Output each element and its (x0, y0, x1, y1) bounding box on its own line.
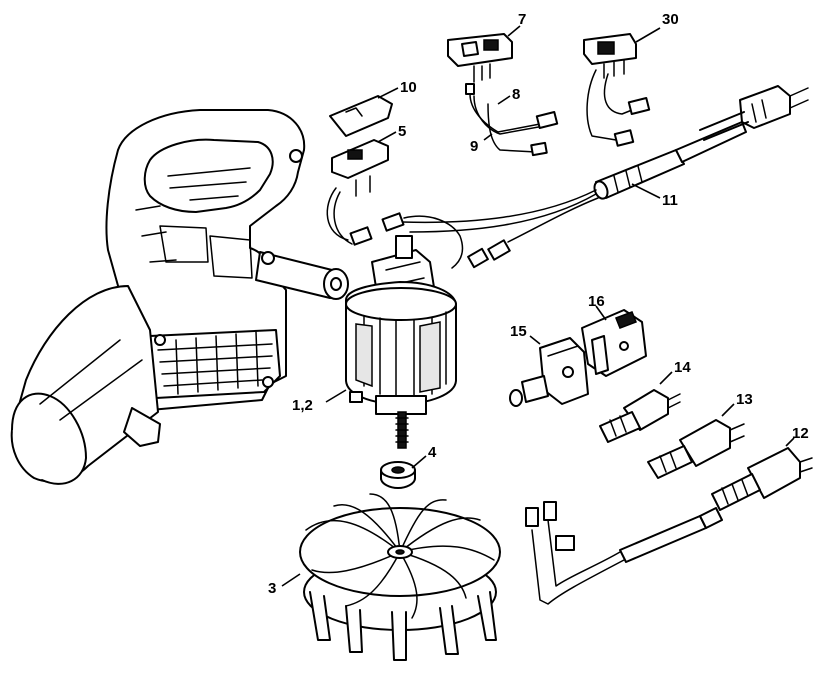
plug-13 (647, 419, 745, 479)
fan-3 (299, 493, 501, 661)
plug-14 (599, 389, 681, 443)
switch-15 (509, 337, 589, 407)
callout-30: 30 (662, 11, 679, 28)
callout-1-2: 1,2 (292, 397, 313, 414)
leader-lines (281, 25, 795, 587)
callout-3: 3 (268, 580, 276, 597)
motor (345, 235, 457, 449)
callout-15: 15 (510, 323, 527, 340)
switch-7 (447, 33, 513, 95)
callout-9: 9 (470, 138, 478, 155)
callout-labels: 7 30 8 10 5 9 11 16 15 14 13 12 1,2 4 3 (268, 11, 809, 597)
callout-10: 10 (400, 79, 417, 96)
power-cord-11 (401, 85, 809, 233)
callout-4: 4 (428, 444, 437, 461)
wire-harness-30 (586, 69, 651, 147)
plug-12 (525, 447, 813, 605)
callout-5: 5 (398, 123, 406, 140)
nut-4 (380, 461, 416, 489)
switch-cover-10 (329, 95, 393, 137)
callout-12: 12 (792, 425, 809, 442)
callout-14: 14 (674, 359, 691, 376)
wire-harness-8-9 (469, 93, 559, 157)
callout-7: 7 (518, 11, 526, 28)
switch-5 (331, 139, 389, 197)
blower-housing (10, 109, 349, 485)
switch-30 (583, 33, 637, 79)
callout-13: 13 (736, 391, 753, 408)
switch-cap-16 (581, 309, 647, 377)
callout-11: 11 (662, 192, 678, 209)
callout-16: 16 (588, 293, 605, 310)
callout-8: 8 (512, 86, 520, 103)
motor-wire-harness (326, 187, 599, 269)
